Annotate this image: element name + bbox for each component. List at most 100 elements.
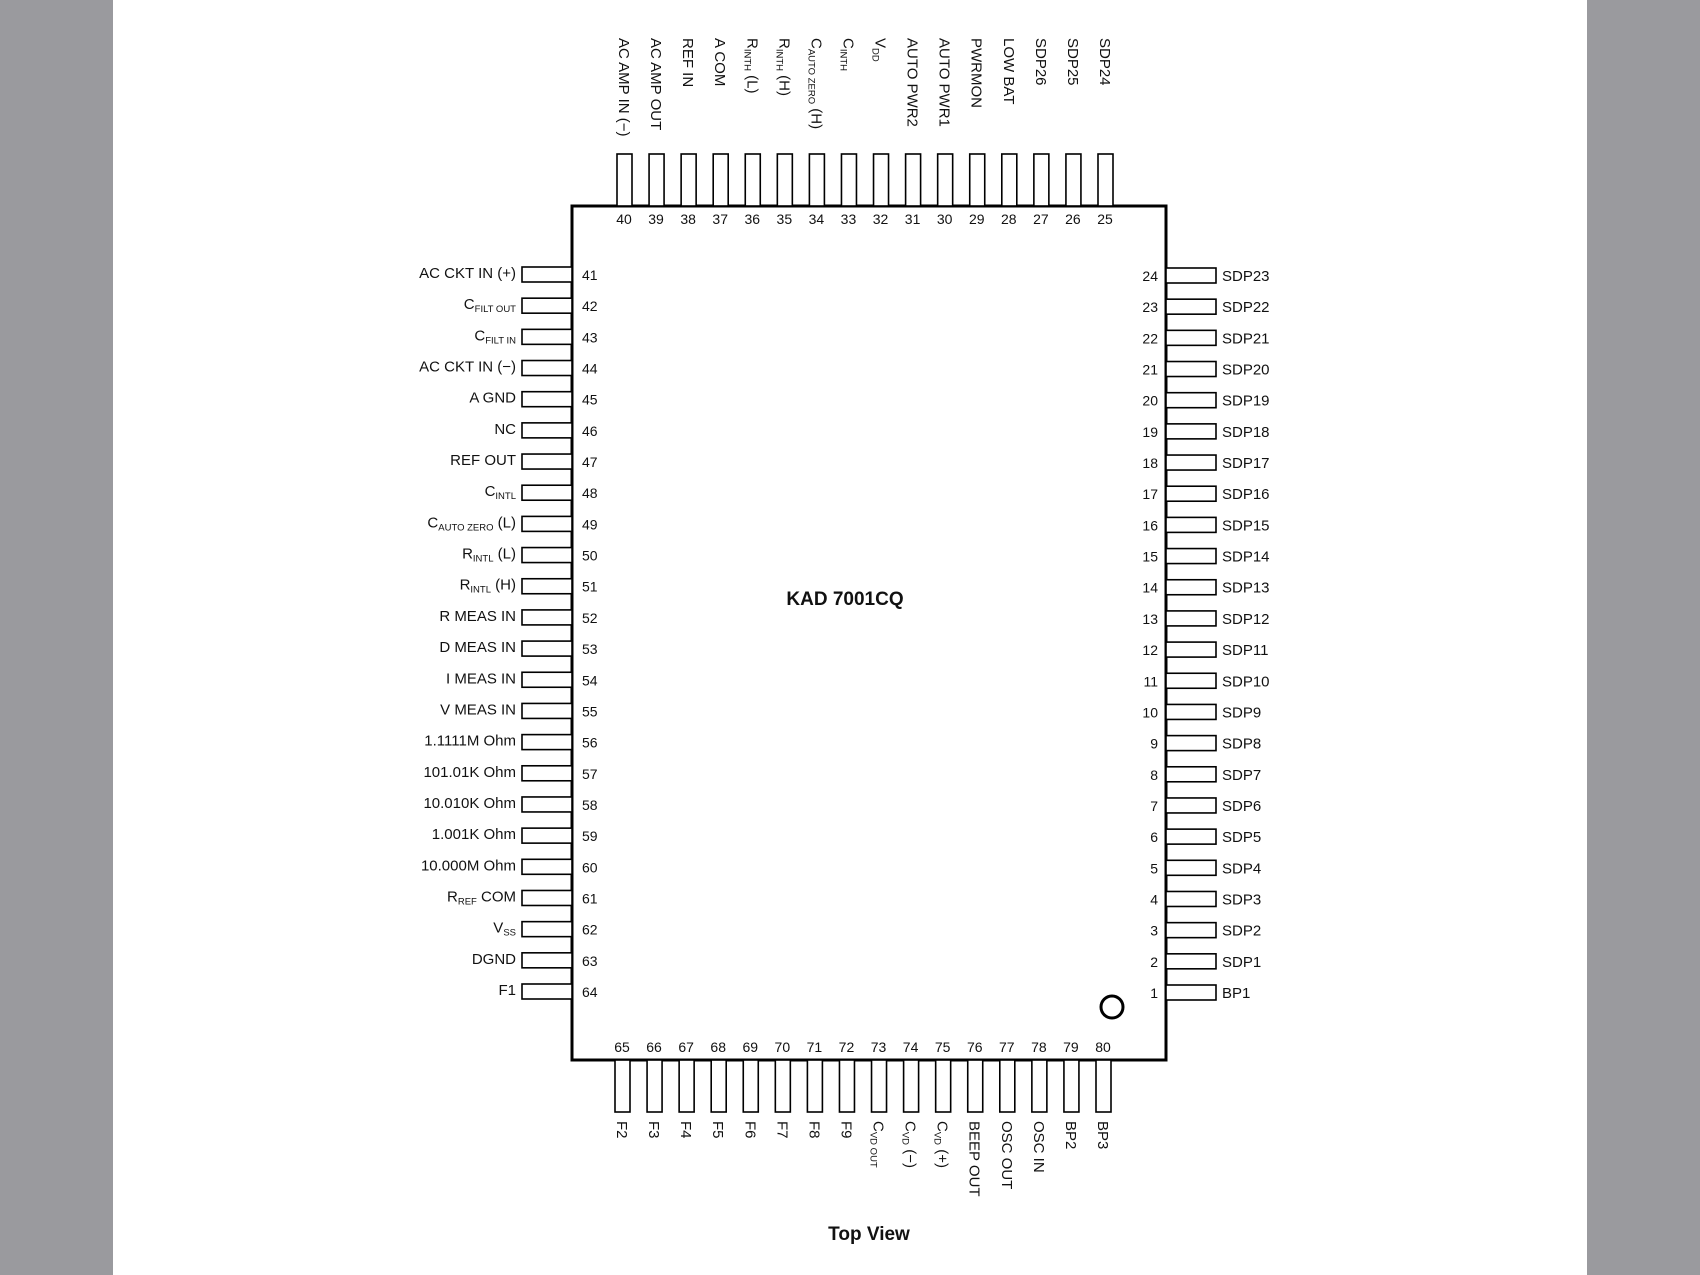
pin-lead — [872, 153, 890, 207]
pin-number: 14 — [1142, 580, 1158, 596]
pin-lead — [521, 858, 573, 876]
pin-number: 31 — [905, 211, 921, 227]
pin-label: VSS — [493, 920, 516, 939]
pin-lead — [1033, 153, 1050, 207]
pin-number: 61 — [582, 890, 598, 906]
pin-lead — [840, 153, 858, 207]
pin-number: 21 — [1142, 362, 1158, 378]
pin-number: 60 — [582, 859, 598, 875]
pin-label: SDP6 — [1222, 798, 1261, 815]
pin-label: SDP25 — [1064, 38, 1081, 86]
pin-lead — [1095, 1059, 1112, 1113]
pin-number: 73 — [871, 1039, 887, 1055]
pin-number: 72 — [839, 1039, 855, 1055]
pin-lead — [1165, 765, 1217, 783]
pin-lead — [808, 153, 826, 207]
pin-number: 19 — [1142, 424, 1158, 440]
pin-number: 64 — [582, 984, 598, 1000]
pin-label: SDP7 — [1222, 767, 1261, 784]
pin-label: SDP8 — [1222, 736, 1261, 753]
pin-61: 61 RREF COM — [447, 888, 598, 907]
pin-number: 49 — [582, 516, 598, 532]
pin-lead — [521, 390, 573, 408]
pin-label: R MEAS IN — [439, 608, 516, 625]
pin-47: 47 REF OUT — [450, 452, 598, 470]
pin-lead — [1000, 153, 1018, 207]
pin-label: SDP11 — [1222, 642, 1268, 659]
pin-label: CFILT IN — [474, 327, 516, 346]
pin-number: 22 — [1142, 330, 1158, 346]
pin-label: AC CKT IN (+) — [419, 265, 516, 282]
pin-label: REF OUT — [450, 452, 516, 469]
pin-lead — [1165, 454, 1217, 471]
pin-number: 12 — [1142, 642, 1158, 658]
pin-lead — [678, 1059, 695, 1113]
pin-label: DGND — [472, 951, 516, 968]
pin-lead — [1065, 153, 1082, 207]
pin-number: 24 — [1142, 268, 1158, 284]
pin-lead — [521, 733, 573, 751]
pin-lead — [1165, 703, 1217, 721]
pin-lead — [616, 153, 633, 207]
pin-label: BEEP OUT — [966, 1121, 983, 1197]
pin-number: 51 — [582, 579, 598, 595]
pin-number: 33 — [841, 211, 857, 227]
pin-number: 75 — [935, 1039, 951, 1055]
pin-lead — [1165, 423, 1217, 440]
pin-lead — [1165, 797, 1217, 814]
pin-45: 45A GND — [469, 390, 597, 408]
pin-number: 58 — [582, 797, 598, 813]
pin-label: SDP15 — [1222, 517, 1270, 534]
pin-number: 27 — [1033, 211, 1049, 227]
pin-label: CINTH — [837, 38, 856, 71]
pin-62: 62 VSS — [493, 920, 597, 939]
pin-label: F4 — [677, 1121, 694, 1139]
pin-lead — [521, 827, 573, 844]
pin-label: SDP4 — [1222, 860, 1261, 877]
pin-lead — [710, 1059, 728, 1113]
pin-lead — [1165, 672, 1217, 690]
pin-number: 6 — [1150, 829, 1158, 845]
pin-number: 79 — [1063, 1039, 1079, 1055]
pin-lead — [1165, 921, 1217, 939]
pin-lead — [521, 640, 573, 657]
pin-53: 53 D MEAS IN — [439, 639, 597, 657]
pin-label: CAUTO ZERO (H) — [805, 38, 824, 129]
pin-number: 2 — [1150, 954, 1158, 970]
pin-number: 67 — [678, 1039, 694, 1055]
pin-number: 46 — [582, 423, 598, 439]
pin1-marker-circle — [1099, 994, 1125, 1020]
pin-lead — [1165, 391, 1217, 409]
pin-number: 47 — [582, 454, 598, 470]
pin-55: 55V MEAS IN — [440, 701, 598, 719]
pin-number: 52 — [582, 610, 598, 626]
pin-number: 62 — [582, 922, 598, 938]
pin-number: 56 — [582, 735, 598, 751]
pin-label: D MEAS IN — [439, 639, 516, 656]
pin-number: 53 — [582, 641, 598, 657]
pin-label: REF IN — [679, 38, 696, 87]
pin-label: RREF COM — [447, 888, 516, 907]
pin-number: 43 — [582, 329, 598, 345]
pin-number: 29 — [969, 211, 985, 227]
pin-label: SDP5 — [1222, 829, 1261, 846]
pin-label: 10.010K Ohm — [423, 795, 516, 812]
